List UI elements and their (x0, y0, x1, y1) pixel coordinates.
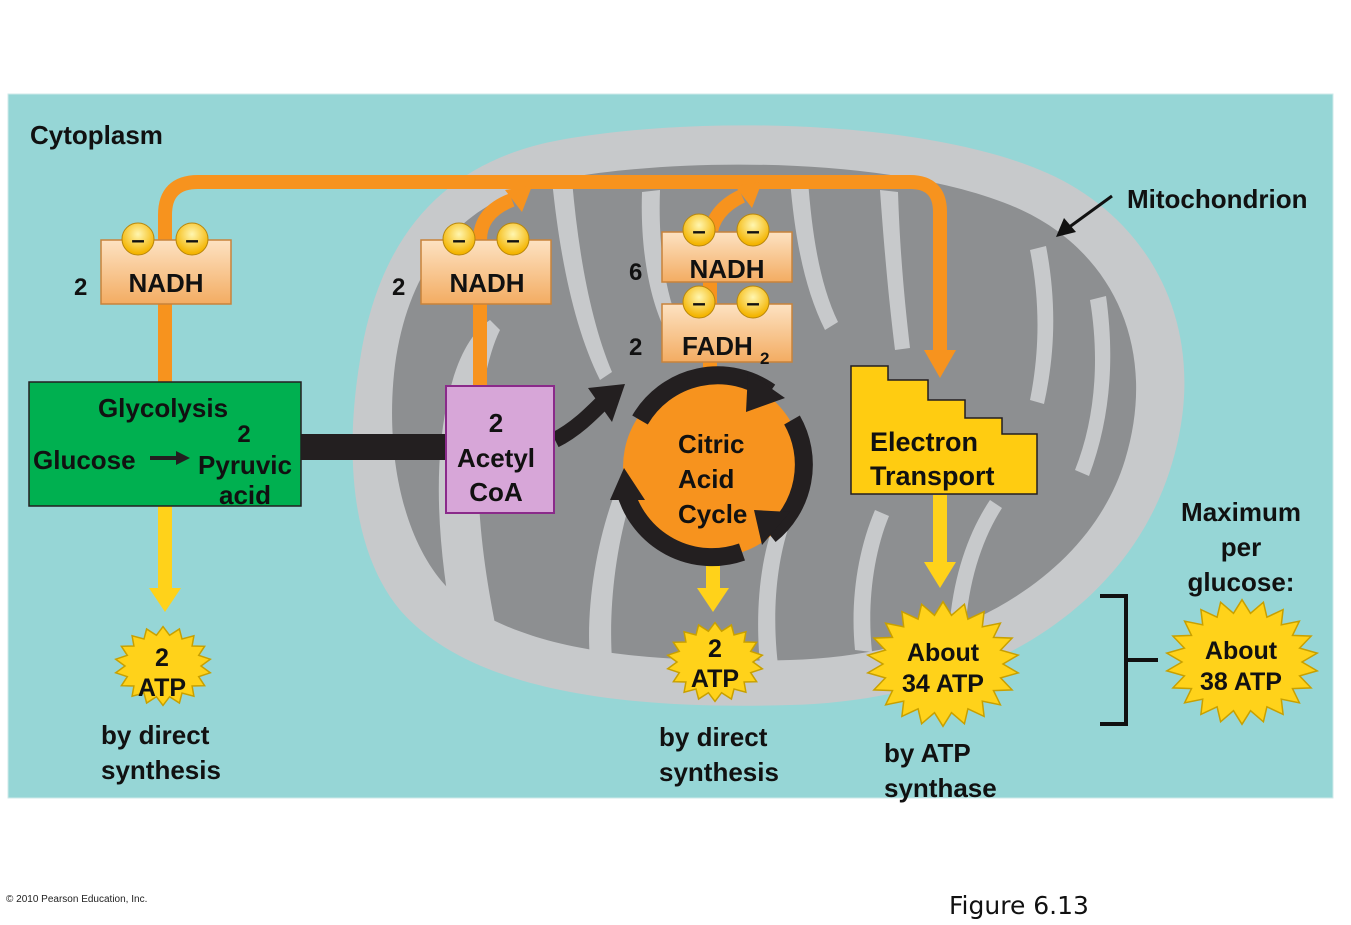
electron-transport-atp-caption2: synthase (884, 773, 997, 803)
pyruvate-transport-bar (300, 434, 448, 460)
maximum-heading2: per (1221, 532, 1261, 562)
mitochondrion-label: Mitochondrion (1127, 184, 1308, 214)
carrier-label: NADH (689, 254, 764, 284)
svg-text:–: – (746, 290, 759, 317)
electron-transport-line2: Transport (870, 461, 995, 491)
electron-transport-atp-arrowhead (924, 562, 956, 588)
electron-transport-line1: Electron (870, 427, 978, 457)
cycle-line2: Acid (678, 464, 734, 494)
citric-acid-cycle (610, 366, 813, 567)
atp-bursts (114, 598, 1320, 728)
cycle-fadh2-count: 2 (629, 334, 642, 361)
glucose-label: Glucose (33, 445, 136, 475)
glycolysis-atp-caption1: by direct (101, 720, 210, 750)
total-bracket (1100, 594, 1158, 726)
pyruvic-line2: acid (219, 480, 271, 510)
cycle-nadh-count: 6 (629, 259, 642, 286)
cycle-atp-arrowhead (697, 588, 729, 612)
electron-icon (682, 213, 716, 247)
maximum-atp-line2: 38 ATP (1200, 668, 1282, 696)
acetyl-coa-box (445, 385, 555, 514)
glycolysis-atp-arrowhead (149, 588, 181, 612)
carrier-label: NADH (128, 268, 203, 298)
electron-icon (442, 222, 476, 256)
svg-text:–: – (506, 227, 519, 254)
acetyl-coa-line1: Acetyl (457, 443, 535, 473)
electron-transport-arrowhead (924, 350, 956, 378)
pyruvic-count: 2 (237, 421, 250, 448)
cycle-fadh2-carrier: – – FADH 2 (661, 285, 793, 368)
cycle-atp-burst (666, 621, 764, 703)
copyright-text: © 2010 Pearson Education, Inc. (6, 894, 147, 905)
glucose-to-pyruvate-arrow (176, 451, 190, 465)
pyruvic-line1: Pyruvic (198, 450, 292, 480)
svg-text:–: – (692, 218, 705, 245)
electron-transport-atp-burst (865, 600, 1021, 728)
maximum-atp-burst (1164, 598, 1320, 726)
glycolysis-atp-line2: ATP (138, 674, 186, 702)
acetyl-coa-line2: CoA (469, 477, 523, 507)
cycle-atp-caption1: by direct (659, 722, 768, 752)
carrier-subscript: 2 (760, 349, 769, 368)
electron-icon (175, 222, 209, 256)
glycolysis-nadh-carrier: – – NADH (100, 222, 232, 305)
electron-icon (121, 222, 155, 256)
cycle-line3: Cycle (678, 499, 747, 529)
electron-transport-atp-line1: About (907, 639, 980, 667)
glycolysis-box (28, 381, 302, 507)
maximum-heading3: glucose: (1188, 567, 1295, 597)
cycle-atp-line1: 2 (708, 635, 722, 663)
acetyl-nadh-carrier: – – NADH (420, 222, 552, 305)
glycolysis-atp-line1: 2 (155, 644, 169, 672)
svg-text:–: – (746, 218, 759, 245)
svg-text:–: – (131, 227, 144, 254)
electron-transport-chain (850, 365, 1038, 495)
glycolysis-atp-burst (114, 625, 212, 707)
electron-transport-atp-caption1: by ATP (884, 738, 971, 768)
figure-label: Figure 6.13 (949, 891, 1089, 920)
glycolysis-title: Glycolysis (98, 393, 228, 423)
svg-text:–: – (185, 227, 198, 254)
maximum-heading1: Maximum (1181, 497, 1301, 527)
mitochondrion-pointer (1056, 218, 1076, 237)
svg-text:–: – (452, 227, 465, 254)
cytoplasm-label: Cytoplasm (30, 120, 163, 150)
cycle-line1: Citric (678, 429, 744, 459)
cycle-nadh-carrier: – – NADH (661, 213, 793, 284)
acetyl-nadh-arrowhead (505, 186, 532, 212)
carrier-label: FADH (682, 331, 753, 361)
cycle-atp-caption2: synthesis (659, 757, 779, 787)
glycolysis-nadh-count: 2 (74, 274, 87, 301)
electron-transport-atp-line2: 34 ATP (902, 670, 984, 698)
carrier-label: NADH (449, 268, 524, 298)
cycle-nadh-arrowhead (735, 182, 762, 208)
glycolysis-atp-caption2: synthesis (101, 755, 221, 785)
svg-text:–: – (692, 290, 705, 317)
acetyl-coa-count: 2 (489, 408, 503, 438)
electron-icon (736, 285, 770, 319)
acetyl-nadh-count: 2 (392, 274, 405, 301)
electron-icon (682, 285, 716, 319)
cycle-atp-line2: ATP (691, 665, 739, 693)
maximum-atp-line1: About (1205, 637, 1278, 665)
electron-icon (736, 213, 770, 247)
electron-icon (496, 222, 530, 256)
